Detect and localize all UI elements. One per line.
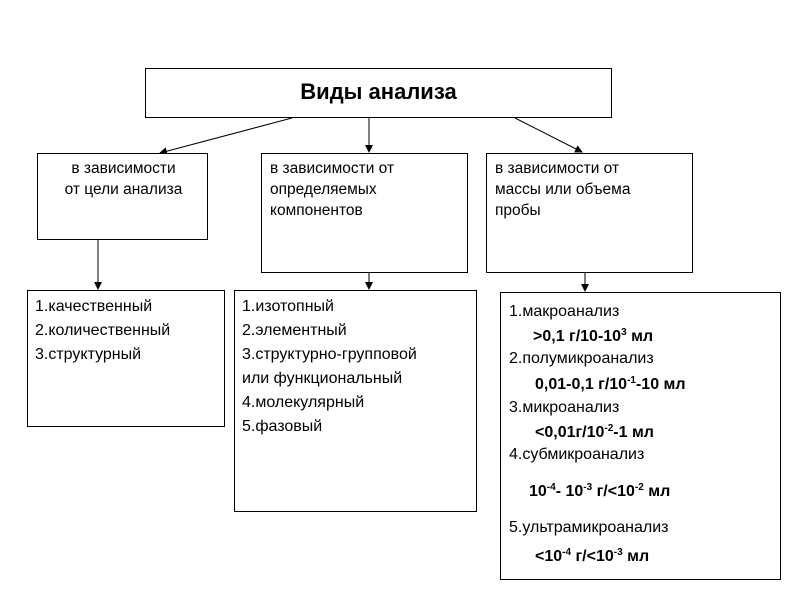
arrow-title-to-purpose [159, 117, 293, 156]
value-exponent: -4 [546, 482, 556, 493]
text-line: компонентов [270, 202, 363, 219]
mass-list-box: 1.макроанализ >0,1 г/10-103 мл 2.полумик… [500, 292, 781, 580]
list-item-value: 0,01-0,1 г/10-1-10 мл [535, 375, 686, 394]
value-text: -1 мл [613, 424, 654, 441]
category-by-components: в зависимости от определяемых компоненто… [261, 153, 468, 273]
title-box: Виды анализа [145, 68, 612, 118]
category-by-components-text: в зависимости от определяемых компоненто… [270, 158, 461, 221]
list-item: 4.субмикроанализ [509, 446, 645, 463]
value-text: 0,01-0,1 г/10 [535, 376, 628, 393]
value-text: - 10 [555, 483, 584, 500]
value-text: мл [643, 483, 671, 500]
components-list: 1.изотопный 2.элементный 3.структурно-гр… [242, 295, 417, 439]
value-text: >0,1 г/10-10 [533, 328, 622, 345]
list-item: 1.изотопный [242, 298, 334, 315]
arrow-title-to-mass [514, 117, 583, 153]
text-line: в зависимости от [270, 160, 395, 177]
text-line: массы или объема [495, 181, 631, 198]
value-text: г/<10 [592, 483, 635, 500]
value-text: 10 [529, 483, 547, 500]
list-item: 5.фазовый [242, 418, 323, 435]
list-item: 3.микроанализ [509, 399, 620, 416]
value-exponent: -3 [613, 547, 623, 558]
list-item-value: >0,1 г/10-103 мл [533, 327, 653, 346]
category-by-mass-text: в зависимости от массы или объема пробы [495, 158, 686, 221]
list-item-value: <10-4 г/<10-3 мл [535, 547, 649, 566]
value-exponent: -1 [627, 375, 636, 386]
text-line: от цели анализа [64, 181, 183, 198]
value-exponent: -2 [634, 482, 644, 493]
list-item: 2.количественный [35, 322, 171, 339]
diagram-title: Виды анализа [300, 79, 457, 104]
value-exponent: 3 [621, 327, 627, 338]
list-item: 5.ультрамикроанализ [509, 519, 669, 536]
value-text: мл [626, 328, 654, 345]
category-by-mass: в зависимости от массы или объема пробы [486, 153, 693, 273]
list-item: 3.структурный [35, 346, 142, 363]
list-item: 1.макроанализ [509, 303, 620, 320]
list-item: 3.структурно-групповой [242, 346, 417, 363]
list-item: 2.полумикроанализ [509, 350, 654, 367]
components-list-box: 1.изотопный 2.элементный 3.структурно-гр… [234, 290, 477, 512]
value-text: <10 [535, 548, 563, 565]
text-line: в зависимости от [495, 160, 620, 177]
list-item: 4.молекулярный [242, 394, 365, 411]
list-item: или функциональный [242, 370, 403, 387]
purpose-list: 1.качественный 2.количественный 3.структ… [35, 295, 170, 367]
category-by-purpose-text: в зависимости от цели анализа [46, 158, 201, 200]
value-text: -10 мл [635, 376, 686, 393]
value-text: г/<10 [571, 548, 614, 565]
list-item: 2.элементный [242, 322, 347, 339]
text-line: в зависимости [71, 160, 176, 177]
category-by-purpose: в зависимости от цели анализа [37, 153, 208, 240]
list-item-value: <0,01г/10-2-1 мл [535, 423, 654, 442]
value-exponent: -2 [604, 423, 614, 434]
list-item-value: 10-4- 10-3 г/<10-2 мл [529, 482, 670, 501]
value-exponent: -3 [583, 482, 593, 493]
text-line: определяемых [270, 181, 377, 198]
list-item: 1.качественный [35, 298, 153, 315]
value-text: <0,01г/10 [535, 424, 605, 441]
value-exponent: -4 [562, 547, 572, 558]
value-text: мл [622, 548, 650, 565]
purpose-list-box: 1.качественный 2.количественный 3.структ… [27, 290, 225, 427]
text-line: пробы [495, 202, 541, 219]
